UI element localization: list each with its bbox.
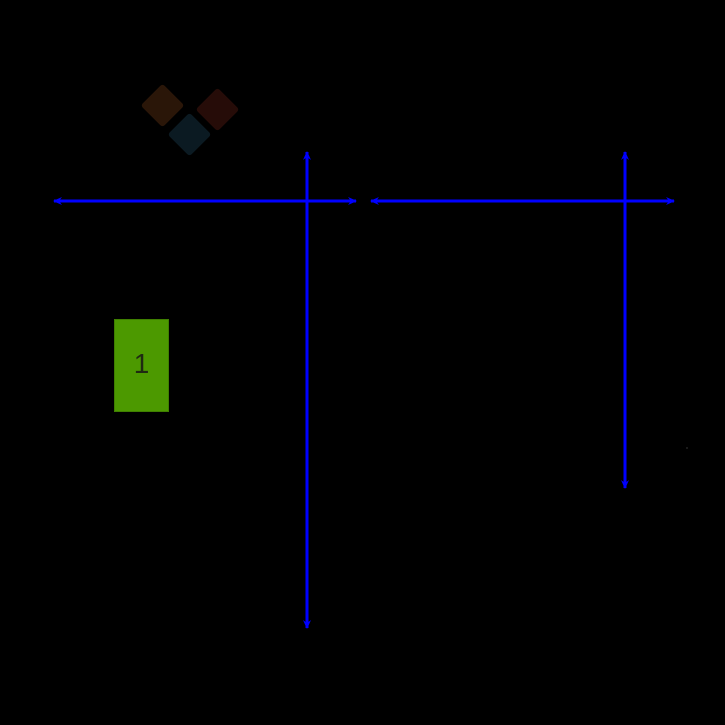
stray-dot: [686, 447, 688, 449]
numbered-box[interactable]: 1: [114, 319, 169, 412]
numbered-box-label: 1: [133, 347, 150, 379]
